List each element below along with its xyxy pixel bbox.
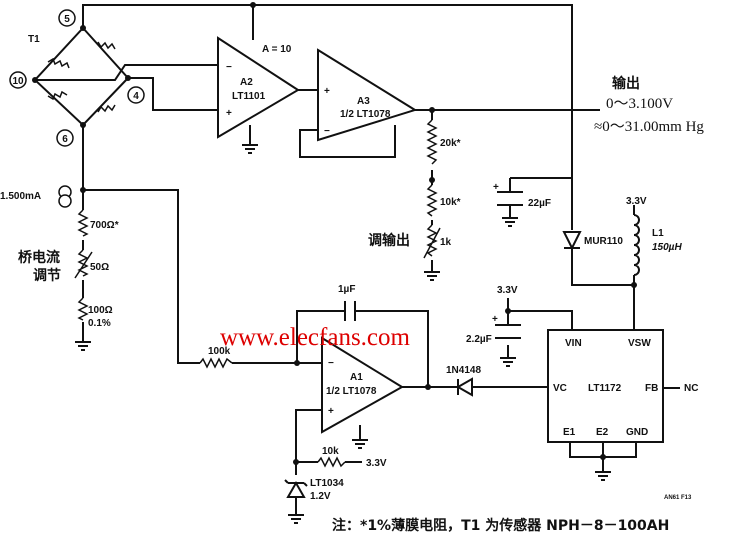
ground-icons bbox=[75, 144, 611, 524]
footnote: 注：*1%薄膜电阻，T1 为传感器 NPH－8－100AH bbox=[332, 517, 669, 534]
divider-pot: 1k bbox=[440, 237, 452, 248]
ref-part: LT1034 bbox=[310, 478, 344, 489]
pin-e1: E1 bbox=[563, 427, 576, 438]
svg-text:+: + bbox=[492, 314, 498, 325]
svg-text:−: − bbox=[226, 62, 232, 73]
output-range: 0～3.100V bbox=[606, 96, 673, 112]
watermark: www.elecfans.com bbox=[220, 324, 411, 351]
pin-gnd: GND bbox=[626, 427, 648, 438]
r-100k-label: 100k bbox=[208, 346, 231, 357]
vin-supply: 3.3V bbox=[497, 285, 518, 296]
ref-voltage: 1.2V bbox=[310, 491, 331, 502]
capacitor-2-2uf bbox=[495, 324, 521, 339]
pin-vsw: VSW bbox=[628, 338, 651, 349]
pin-fb: FB bbox=[645, 383, 658, 394]
bridge-label: T1 bbox=[28, 34, 40, 45]
cap-2-2uf-label: 2.2µF bbox=[466, 334, 492, 345]
a3-name: A3 bbox=[357, 96, 370, 107]
mur110-label: MUR110 bbox=[584, 236, 623, 247]
r-700-label: 700Ω* bbox=[90, 220, 119, 231]
opamp-a3 bbox=[317, 48, 418, 142]
r-100-label: 100Ω bbox=[88, 305, 113, 316]
pin-vin: VIN bbox=[565, 338, 582, 349]
current-chain-resistors bbox=[74, 209, 93, 321]
bridge-node-labels: 5 10 4 6 bbox=[9, 9, 145, 147]
opamp-a2 bbox=[217, 36, 300, 139]
capacitor-1uf bbox=[344, 301, 356, 321]
inductor-l1 bbox=[633, 214, 640, 276]
r-100-tol: 0.1% bbox=[88, 318, 111, 329]
bridge-resistors bbox=[47, 41, 116, 113]
figure-id: AN61 F13 bbox=[664, 495, 692, 501]
divider-resistors bbox=[423, 119, 441, 259]
cap-22uf-label: 22µF bbox=[528, 198, 551, 209]
pin-vc: VC bbox=[553, 383, 567, 394]
a2-gain: A = 10 bbox=[262, 44, 292, 55]
lt1172-ic bbox=[547, 329, 664, 443]
capacitor-22uf bbox=[497, 191, 523, 206]
node-5: 5 bbox=[64, 14, 70, 25]
divider-label: 调输出 bbox=[368, 232, 410, 249]
output-pressure: ≈0～31.00mm Hg bbox=[594, 119, 704, 135]
cap-1uf-label: 1µF bbox=[338, 284, 355, 295]
output-title: 输出 bbox=[612, 75, 640, 92]
junction-dots bbox=[32, 2, 637, 465]
resistor-100k bbox=[199, 357, 233, 369]
inductor-name: L1 bbox=[652, 228, 664, 239]
diode-mur110 bbox=[562, 231, 582, 251]
a1-part: 1/2 LT1078 bbox=[326, 386, 377, 397]
resistor-10k bbox=[317, 456, 346, 468]
inductor-supply: 3.3V bbox=[626, 196, 647, 207]
a3-part: 1/2 LT1078 bbox=[340, 109, 391, 120]
svg-text:+: + bbox=[493, 182, 499, 193]
node-4: 4 bbox=[133, 91, 139, 102]
svg-text:+: + bbox=[328, 406, 334, 417]
a2-name: A2 bbox=[240, 77, 253, 88]
bridge-current-label-1: 桥电流 bbox=[18, 249, 60, 266]
diode-1n4148 bbox=[455, 377, 473, 397]
current-source-label: 1.500mA bbox=[0, 191, 41, 202]
svg-text:+: + bbox=[226, 108, 232, 119]
pin-nc: NC bbox=[684, 383, 698, 394]
a1-name: A1 bbox=[350, 372, 363, 383]
node-6: 6 bbox=[62, 134, 68, 145]
opamp-a1 bbox=[321, 336, 404, 434]
a2-part: LT1101 bbox=[232, 91, 266, 102]
1n4148-label: 1N4148 bbox=[446, 365, 481, 376]
pin-e2: E2 bbox=[596, 427, 609, 438]
zener-lt1034 bbox=[284, 479, 308, 498]
svg-text:+: + bbox=[324, 86, 330, 97]
inductor-value: 150µH bbox=[652, 242, 682, 253]
divider-r2: 10k* bbox=[440, 197, 461, 208]
lt1172-part: LT1172 bbox=[588, 383, 622, 394]
ref-supply: 3.3V bbox=[366, 458, 387, 469]
divider-r1: 20k* bbox=[440, 138, 461, 149]
ref-r-label: 10k bbox=[322, 446, 339, 457]
wires bbox=[33, 4, 680, 515]
svg-text:−: − bbox=[328, 358, 334, 369]
svg-text:−: − bbox=[324, 126, 330, 137]
pot-50-label: 50Ω bbox=[90, 262, 109, 273]
bridge-current-label-2: 调节 bbox=[33, 267, 61, 284]
node-10: 10 bbox=[12, 76, 24, 87]
